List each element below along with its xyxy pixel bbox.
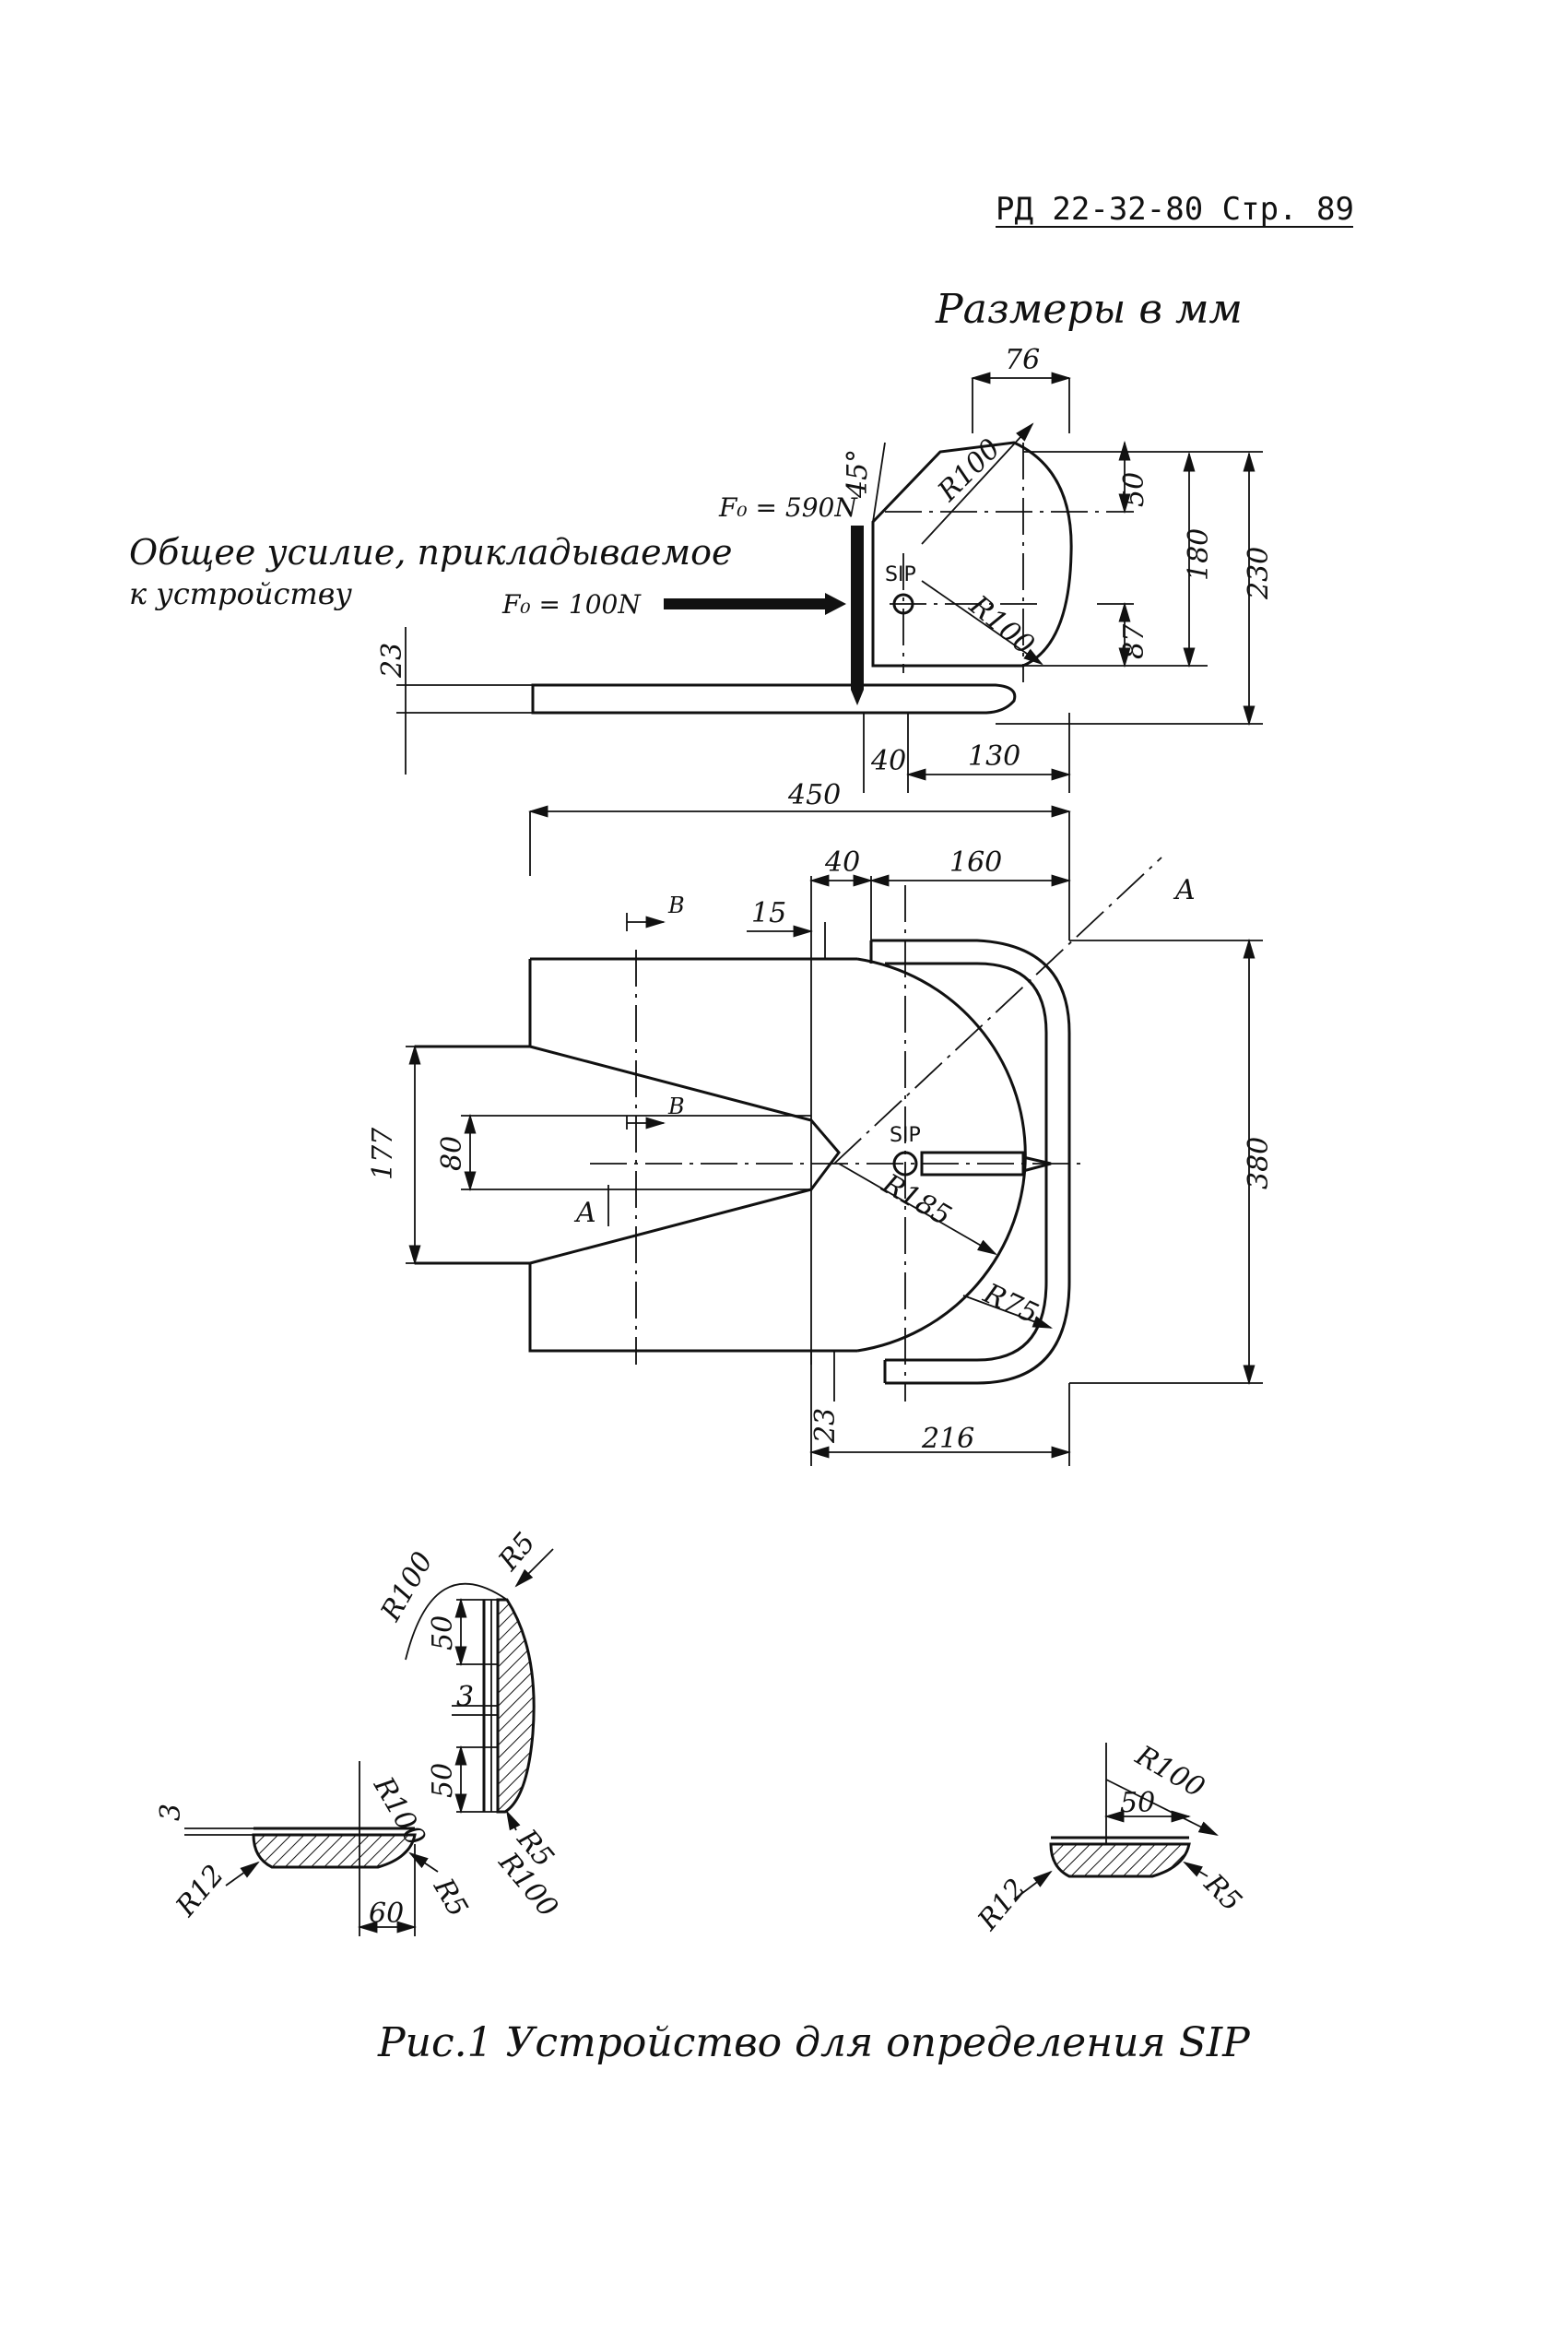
plan-view: 450 SIP A A B B (367, 779, 1275, 1466)
dim-80: 80 (436, 1136, 468, 1171)
dim-40-plan: 40 (824, 846, 860, 879)
dim-r185: R185 (876, 1167, 957, 1233)
dim-87: 87 (1118, 623, 1150, 659)
dim-15: 15 (751, 897, 786, 929)
detail-r12-left: R12 (170, 1859, 231, 1923)
page-header: РД 22-32-80 Стр. 89 (996, 191, 1354, 228)
detail-vertical-section (496, 1598, 536, 1814)
detail-r5-side: R5 (427, 1873, 475, 1922)
u-rim (871, 939, 1071, 1385)
semicircle-r185 (856, 957, 1027, 1353)
dim-50: 50 (1118, 472, 1150, 507)
dim-230: 230 (1243, 547, 1275, 600)
detail-50-bot: 50 (427, 1763, 459, 1798)
dim-23-side: 23 (376, 643, 408, 679)
detail-left: R100 R5 50 3 50 R100 R5 R100 3 R12 R5 60 (155, 1527, 564, 1936)
dim-160: 160 (949, 846, 1002, 879)
dim-380: 380 (1243, 1137, 1275, 1189)
applied-force-label: F₀ = 590N (718, 492, 858, 523)
units-note: Размеры в мм (935, 286, 1243, 333)
force-plate (851, 526, 864, 690)
detail-60: 60 (369, 1898, 404, 1930)
dim-23-plan: 23 (809, 1408, 842, 1444)
dim-180: 180 (1183, 528, 1215, 581)
dim-40-side: 40 (870, 745, 906, 777)
section-a-left: A (573, 1197, 596, 1229)
document-reference: РД 22-32-80 Стр. 89 (996, 191, 1354, 228)
sip-label-side: SIP (885, 563, 916, 586)
detail-horizontal-section (252, 1833, 417, 1869)
dim-177: 177 (367, 1127, 399, 1180)
detail-3-mid: 3 (456, 1681, 474, 1713)
detail-r100-top: R100 (374, 1546, 440, 1627)
detail-right-50: 50 (1120, 1787, 1155, 1819)
detail-right-section (1049, 1842, 1191, 1878)
section-b-mid: B (667, 1094, 685, 1119)
total-force-line2: к устройству (129, 576, 352, 611)
detail-right-r12: R12 (972, 1873, 1033, 1937)
dim-130: 130 (968, 740, 1020, 773)
side-view: SIP F₀ = 590N Общее усилие, прикладываем… (129, 344, 1275, 793)
dim-r75: R75 (978, 1277, 1043, 1331)
detail-3-left: 3 (155, 1804, 187, 1821)
dim-76: 76 (1005, 344, 1040, 376)
v-notch (529, 1045, 841, 1265)
section-a-top: A (1173, 874, 1196, 906)
base-plate (531, 683, 1017, 715)
section-b-top: B (667, 893, 685, 918)
dim-r100-lower: R100 (962, 589, 1040, 662)
total-force-line1: Общее усилие, прикладываемое (129, 532, 733, 573)
detail-right: 50 R100 R12 R5 (972, 1739, 1248, 1937)
total-force-value: F₀ = 100N (501, 589, 642, 620)
detail-50-top: 50 (427, 1615, 459, 1650)
dim-450: 450 (787, 779, 841, 811)
figure-caption: Рис.1 Устройство для определения SIP (377, 2019, 1251, 2066)
detail-r5-top: R5 (492, 1527, 542, 1578)
dim-216: 216 (921, 1423, 974, 1455)
dim-45-deg: 45° (842, 449, 874, 499)
